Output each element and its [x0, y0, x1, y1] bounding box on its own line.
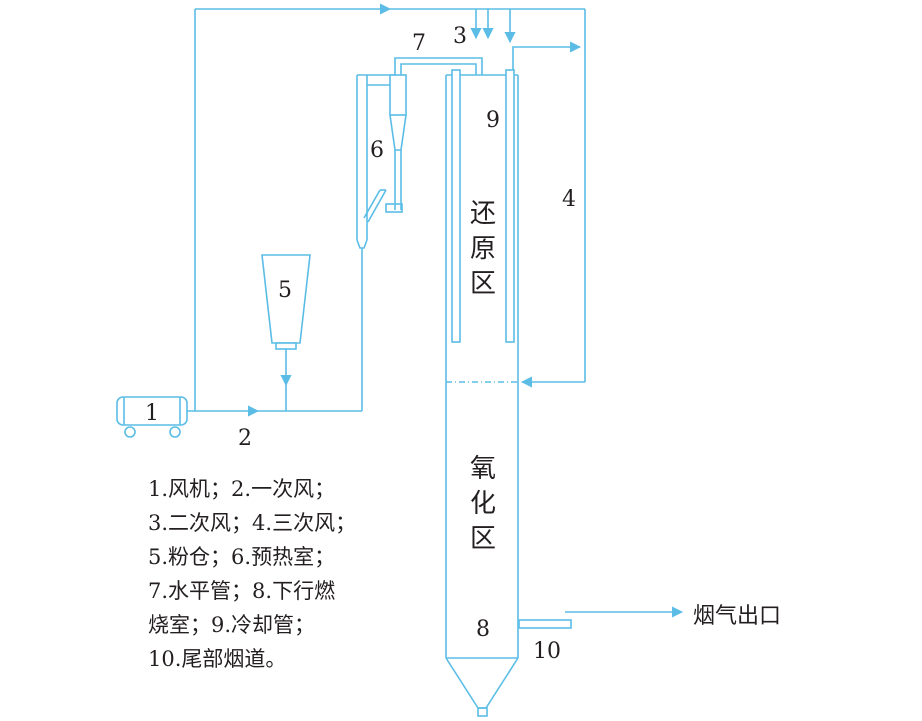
label-fan: 1	[145, 401, 159, 426]
label-powder-bin: 5	[278, 278, 292, 303]
preheat-chamber	[356, 74, 407, 255]
flue-gas-outlet-label: 烟气出口	[693, 604, 782, 629]
oxidation-zone-label: 化	[470, 489, 496, 519]
tail-flue	[518, 619, 572, 629]
label-secondary-air: 3	[453, 24, 467, 49]
label-tertiary-air: 4	[562, 187, 576, 212]
legend-line: 10.尾部烟道。	[148, 647, 287, 671]
reduction-zone-label: 原	[470, 234, 496, 264]
legend: 1.风机；2.一次风； 3.二次风；4.三次风； 5.粉仓；6.预热室； 7.水…	[148, 472, 356, 676]
reduction-zone-label: 还	[470, 199, 496, 229]
legend-line: 3.二次风；4.三次风；	[148, 511, 357, 535]
label-preheat-chamber: 6	[370, 138, 384, 163]
legend-line: 1.风机；2.一次风；	[148, 477, 336, 501]
legend-line: 烧室；9.冷却管；	[148, 613, 316, 637]
legend-line: 7.水平管；8.下行燃	[148, 579, 336, 603]
cooling-tubes	[451, 69, 515, 343]
label-cooling-tube: 9	[486, 108, 500, 133]
legend-line: 5.粉仓；6.预热室；	[148, 545, 336, 569]
label-tail-flue: 10	[533, 639, 561, 664]
oxidation-zone-label: 区	[470, 524, 496, 554]
horizontal-pipe	[394, 57, 483, 75]
powder-bin	[261, 254, 311, 411]
label-horizontal-pipe: 7	[412, 31, 426, 56]
oxidation-zone-label: 氧	[470, 454, 496, 484]
label-primary-air: 2	[238, 426, 252, 451]
label-combustor: 8	[476, 617, 490, 642]
reduction-zone-label: 区	[470, 269, 496, 299]
